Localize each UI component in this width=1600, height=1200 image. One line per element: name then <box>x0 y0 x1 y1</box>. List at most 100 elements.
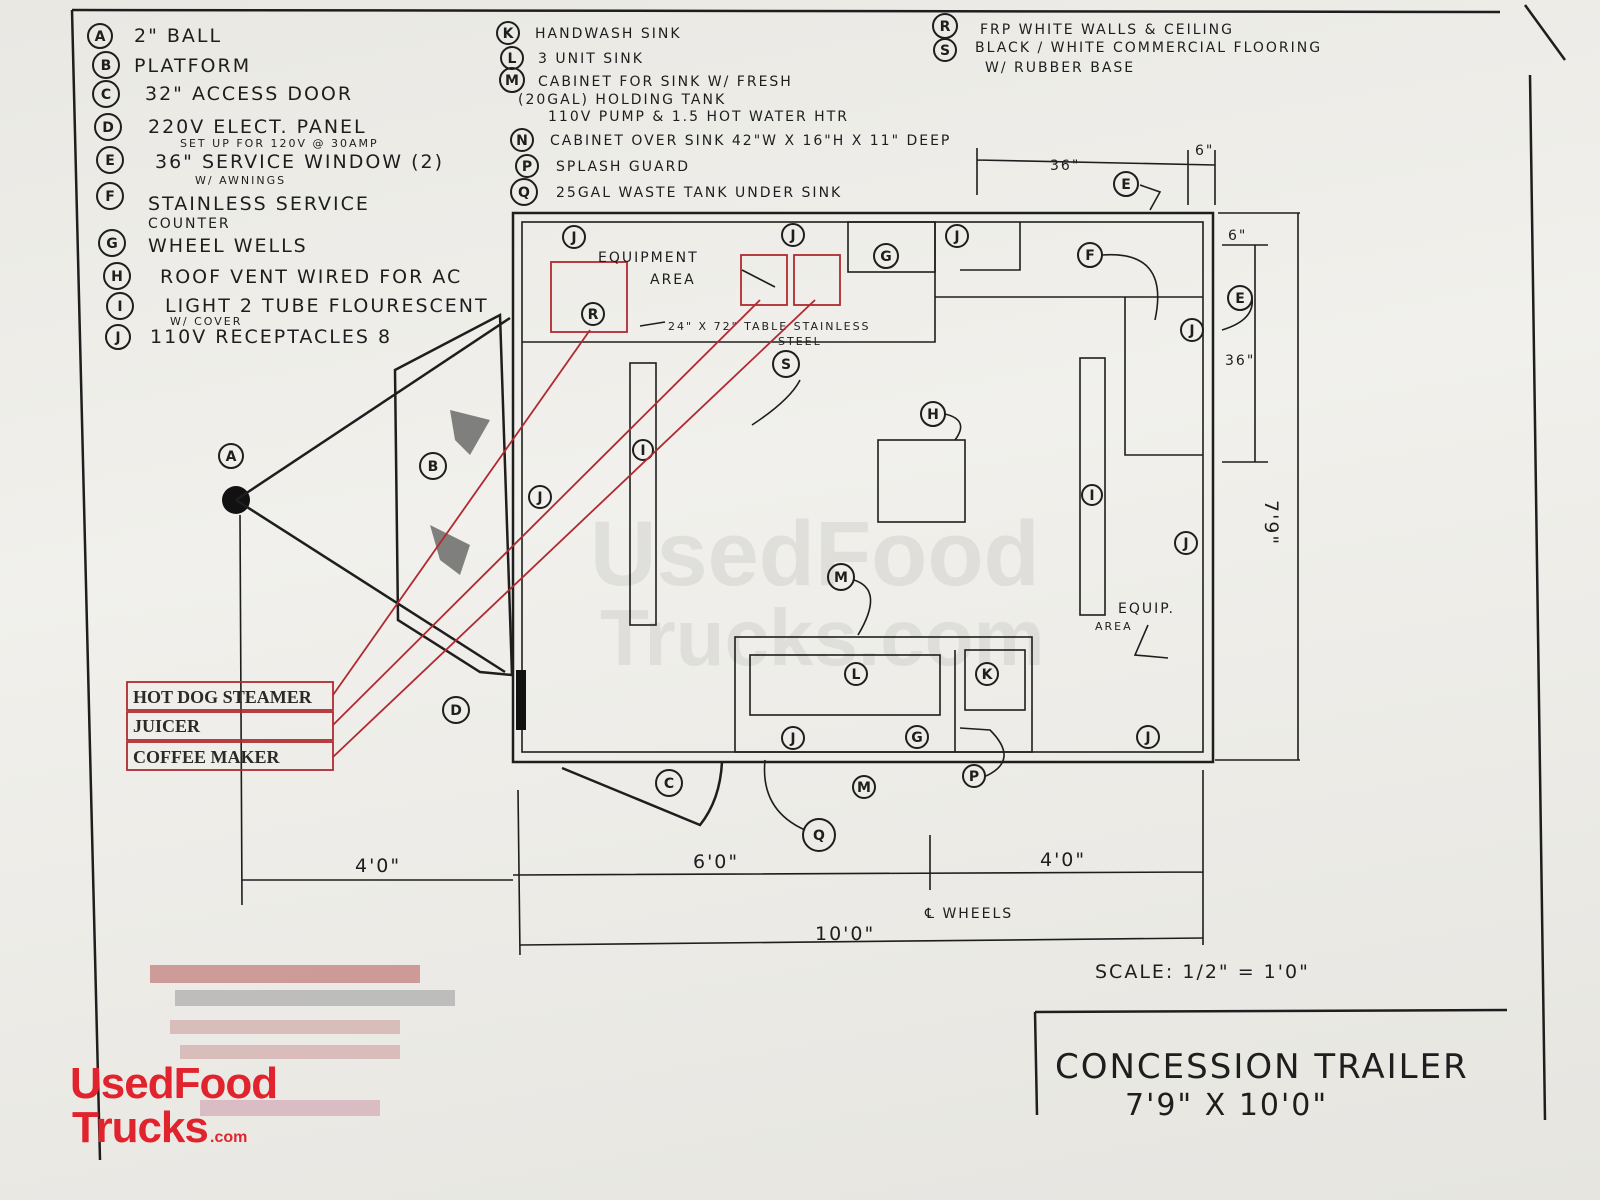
svg-text:STAINLESS SERVICE: STAINLESS SERVICE <box>148 193 370 215</box>
svg-text:I: I <box>117 299 122 315</box>
svg-text:A: A <box>95 29 106 45</box>
legend-item-k: K HANDWASH SINK <box>496 21 682 45</box>
legend-item-e: E 36" SERVICE WINDOW (2)W/ AWNINGS <box>96 146 444 187</box>
svg-text:6": 6" <box>1195 143 1214 159</box>
hitch-and-platform: A B <box>218 312 514 906</box>
svg-text:K: K <box>503 26 515 42</box>
svg-text:J: J <box>570 230 576 246</box>
svg-text:R: R <box>940 19 951 35</box>
service-counter: F <box>935 222 1203 456</box>
svg-text:N: N <box>516 133 528 149</box>
svg-text:BLACK / WHITE COMMERCIAL FLOOR: BLACK / WHITE COMMERCIAL FLOORING <box>975 40 1322 56</box>
svg-text:P: P <box>969 769 979 785</box>
door-and-panel: D C Q M P <box>442 670 1005 852</box>
svg-text:B: B <box>428 459 439 475</box>
svg-text:B: B <box>101 58 112 74</box>
dimensions: 36" 6" 6" 36" 7'9" 4'0" 6'0" 4'0" 10'0" … <box>242 143 1300 956</box>
svg-text:W/ RUBBER BASE: W/ RUBBER BASE <box>985 60 1135 76</box>
svg-text:D: D <box>102 120 114 136</box>
svg-text:F: F <box>1085 248 1095 264</box>
svg-text:6": 6" <box>1228 228 1247 244</box>
equipment-callouts: HOT DOG STEAMER JUICER COFFEE MAKER <box>126 299 816 771</box>
svg-text:AREA: AREA <box>1095 620 1133 633</box>
svg-text:HANDWASH SINK: HANDWASH SINK <box>535 26 682 42</box>
svg-text:Q: Q <box>518 185 530 201</box>
svg-text:R: R <box>588 307 599 323</box>
svg-text:3 UNIT SINK: 3 UNIT SINK <box>538 51 644 67</box>
svg-text:PLATFORM: PLATFORM <box>134 55 251 77</box>
sheet-border <box>70 4 1567 1161</box>
svg-text:J: J <box>1188 323 1194 339</box>
svg-text:4'0": 4'0" <box>355 855 401 877</box>
svg-text:J: J <box>953 229 959 245</box>
svg-text:M: M <box>505 73 519 89</box>
svg-text:36": 36" <box>1225 353 1255 369</box>
svg-text:Q: Q <box>813 828 825 844</box>
legend-item-h: H ROOF VENT WIRED FOR AC <box>103 262 462 290</box>
svg-text:110V PUMP & 1.5 HOT WATER HTR: 110V PUMP & 1.5 HOT WATER HTR <box>548 109 849 125</box>
svg-text:CABINET OVER SINK 42"W X 16"H: CABINET OVER SINK 42"W X 16"H X 11" DEEP <box>550 133 951 149</box>
svg-text:M: M <box>857 780 871 796</box>
svg-text:110V RECEPTACLES 8: 110V RECEPTACLES 8 <box>150 326 392 348</box>
svg-text:E: E <box>105 153 115 169</box>
svg-text:S: S <box>781 357 791 373</box>
watermark-line1: UsedFood <box>590 503 1040 605</box>
svg-text:I: I <box>1089 488 1094 504</box>
svg-text:AREA: AREA <box>650 272 696 288</box>
legend-item-a: A 2" BALL <box>87 23 222 49</box>
svg-text:ROOF VENT WIRED FOR AC: ROOF VENT WIRED FOR AC <box>160 266 462 288</box>
svg-text:G: G <box>880 249 892 265</box>
svg-text:W/ AWNINGS: W/ AWNINGS <box>195 174 286 187</box>
title-size: 7'9" X 10'0" <box>1125 1088 1328 1123</box>
three-unit-sink <box>749 654 941 716</box>
svg-text:WHEEL WELLS: WHEEL WELLS <box>148 235 308 257</box>
svg-text:G: G <box>911 730 923 746</box>
svg-text:℄ WHEELS: ℄ WHEELS <box>924 906 1013 922</box>
svg-text:J: J <box>789 228 795 244</box>
roof-vent: H <box>877 401 966 523</box>
wheel-well-top: G <box>847 221 936 273</box>
svg-text:C: C <box>101 87 111 103</box>
legend-item-g: G WHEEL WELLS <box>98 229 308 257</box>
legend-item-b: B PLATFORM <box>92 51 251 79</box>
svg-text:SPLASH GUARD: SPLASH GUARD <box>556 159 690 175</box>
title-text: CONCESSION TRAILER <box>1055 1047 1469 1087</box>
svg-text:D: D <box>450 703 462 719</box>
svg-text:36" SERVICE WINDOW (2): 36" SERVICE WINDOW (2) <box>155 151 444 173</box>
svg-text:K: K <box>982 667 994 683</box>
svg-text:W/ COVER: W/ COVER <box>170 315 242 328</box>
svg-text:.com: .com <box>210 1129 247 1146</box>
svg-text:J: J <box>789 731 795 747</box>
svg-text:M: M <box>834 570 848 586</box>
svg-text:H: H <box>111 269 123 285</box>
svg-text:7'9": 7'9" <box>1260 500 1282 546</box>
svg-text:J: J <box>536 490 542 506</box>
svg-text:36": 36" <box>1050 158 1080 174</box>
svg-text:UsedFood: UsedFood <box>70 1059 277 1108</box>
svg-text:E: E <box>1235 291 1245 307</box>
equip-area-right: EQUIP. AREA <box>1095 601 1175 659</box>
svg-text:STEEL: STEEL <box>778 335 822 348</box>
svg-text:2" BALL: 2" BALL <box>134 25 222 47</box>
svg-text:J: J <box>1144 730 1150 746</box>
svg-text:CABINET FOR SINK W/ FRESH: CABINET FOR SINK W/ FRESH <box>538 74 793 90</box>
svg-text:EQUIP.: EQUIP. <box>1118 601 1175 617</box>
flooring-marker: S <box>751 350 801 426</box>
equipment-label-coffee-maker: COFFEE MAKER <box>133 747 280 767</box>
svg-text:EQUIPMENT: EQUIPMENT <box>598 250 699 266</box>
legend-item-n: N CABINET OVER SINK 42"W X 16"H X 11" DEE… <box>510 128 951 152</box>
svg-text:C: C <box>664 776 674 792</box>
redacted-contact <box>150 965 455 1116</box>
title-block: CONCESSION TRAILER 7'9" X 10'0" <box>1033 1008 1508 1123</box>
svg-text:G: G <box>106 236 118 252</box>
svg-text:LIGHT 2 TUBE FLOURESCENT: LIGHT 2 TUBE FLOURESCENT <box>165 295 489 317</box>
svg-text:J: J <box>1182 536 1188 552</box>
svg-text:25GAL WASTE TANK UNDER SINK: 25GAL WASTE TANK UNDER SINK <box>556 185 842 201</box>
svg-text:24" X 72" TABLE STAINLESS: 24" X 72" TABLE STAINLESS <box>668 320 871 333</box>
